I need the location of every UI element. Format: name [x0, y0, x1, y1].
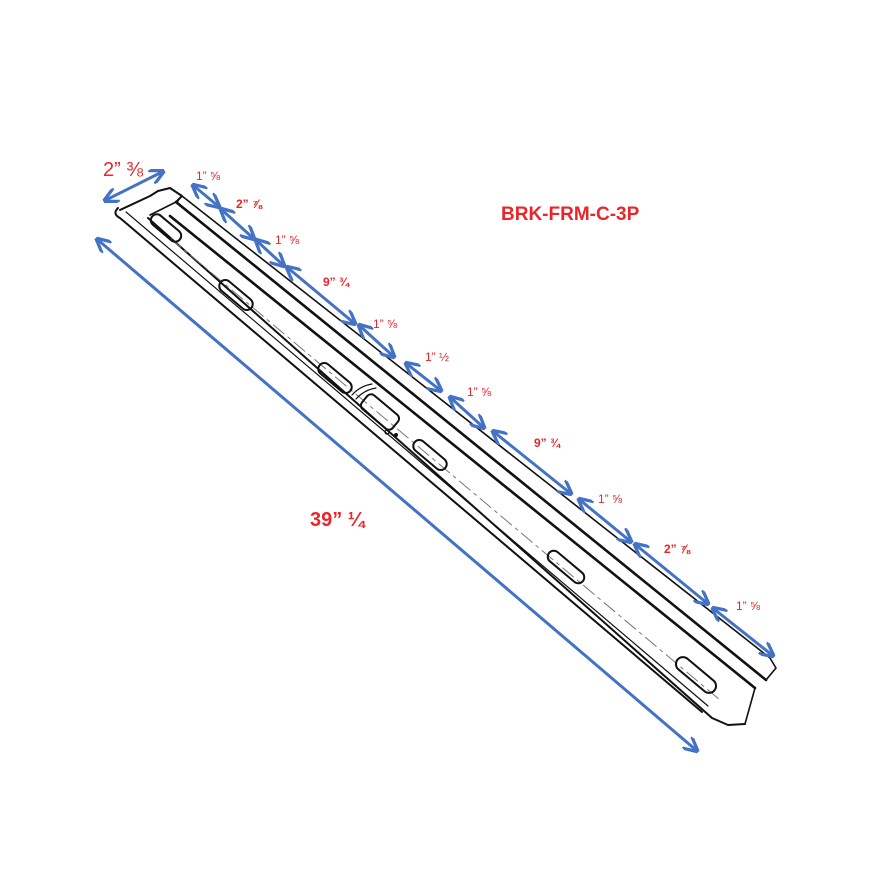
part-number-label: BRK-FRM-C-3P: [501, 204, 640, 225]
dimension-arrows: [98, 172, 772, 750]
segment-label-5: 1” ⅝: [373, 317, 398, 331]
segment-label-1: 1” ⅝: [196, 169, 221, 183]
segment-label-3: 1” ⅝: [275, 233, 300, 247]
segment-label-11: 1” ⅝: [736, 599, 761, 613]
segment-label-2: 2” ⅞: [236, 197, 263, 211]
overall-length-label: 39” ¼: [310, 509, 365, 531]
segment-label-9: 1” ⅝: [598, 492, 623, 506]
segment-label-10: 2” ⅞: [664, 542, 691, 556]
width-arrow: [106, 172, 162, 200]
overall-length-arrow: [98, 240, 696, 750]
segment-label-7: 1” ⅝: [467, 385, 492, 399]
mounting-slots: [149, 213, 718, 694]
segment-label-6: 1” ½: [425, 350, 450, 364]
segment-label-4: 9” ¾: [323, 275, 350, 289]
c-channel-bracket: [114, 187, 777, 726]
segment-label-8: 9” ¾: [534, 436, 561, 450]
width-dimension-label: 2” ⅜: [103, 159, 144, 181]
